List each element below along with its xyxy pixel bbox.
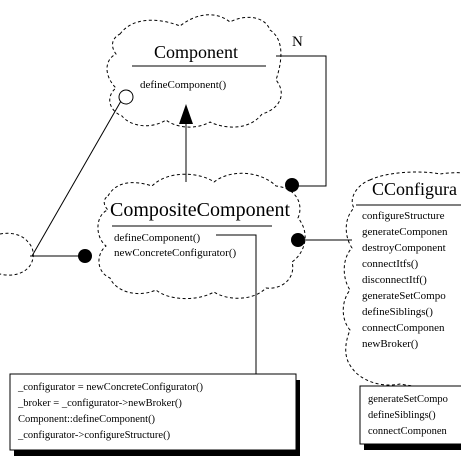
configurator-operation-7: defineSiblings() (362, 306, 433, 318)
implementation-note: _configurator = newConcreteConfigurator(… (9, 373, 300, 456)
configurator-operation-3: destroyComponent (362, 242, 446, 254)
left-partial-cloud (0, 232, 34, 276)
inheritance-arrowhead (179, 104, 193, 124)
configurator-operation-9: newBroker() (362, 338, 419, 350)
configurator-operation-6: generateSetCompo (362, 290, 446, 302)
right-note-line-1: generateSetCompo (368, 394, 448, 405)
composite-configurator-dot (291, 233, 305, 247)
left-to-component-line (31, 100, 122, 257)
right-note-box (359, 385, 461, 445)
component-operation: defineComponent() (140, 79, 226, 91)
configurator-operation-8: connectComponen (362, 322, 445, 334)
configurator-operation-4: connectItfs() (362, 258, 419, 270)
left-composite-dot (78, 249, 92, 263)
configurator-operation-5: disconnectItf() (362, 274, 427, 286)
configurator-cloud (342, 171, 461, 389)
configurator-note: generateSetCompo defineSiblings() connec… (359, 385, 461, 450)
composite-cloud (97, 172, 306, 300)
note-box (9, 373, 297, 451)
component-class-name: Component (154, 42, 238, 62)
component-class: Component defineComponent() (106, 14, 282, 128)
configurator-class-name: CConfigura (372, 179, 457, 199)
note-line-3: Component::defineComponent() (18, 414, 156, 425)
configurator-operation-1: configureStructure (362, 210, 445, 222)
note-line-4: _configurator->configureStructure() (17, 430, 171, 441)
composite-class-name: CompositeComponent (110, 199, 290, 221)
configurator-operation-2: generateComponen (362, 226, 448, 238)
component-cloud (106, 14, 282, 128)
aggregation-n-dot (285, 178, 299, 192)
note-connector (216, 234, 257, 374)
note-line-1: _configurator = newConcreteConfigurator(… (17, 382, 203, 393)
right-note-line-2: defineSiblings() (368, 410, 436, 421)
composite-component-class: CompositeComponent defineComponent() new… (97, 172, 306, 300)
note-line-2: _broker = _configurator->newBroker() (17, 398, 182, 409)
component-hollow-end (118, 89, 134, 105)
multiplicity-label: N (292, 34, 303, 50)
right-note-line-3: connectComponen (368, 426, 447, 437)
aggregation-n-line (276, 55, 327, 187)
configurator-class: CConfigura configureStructure generateCo… (342, 171, 461, 389)
composite-operation-2: newConcreteConfigurator() (114, 247, 237, 259)
composite-operation-1: defineComponent() (114, 232, 200, 244)
